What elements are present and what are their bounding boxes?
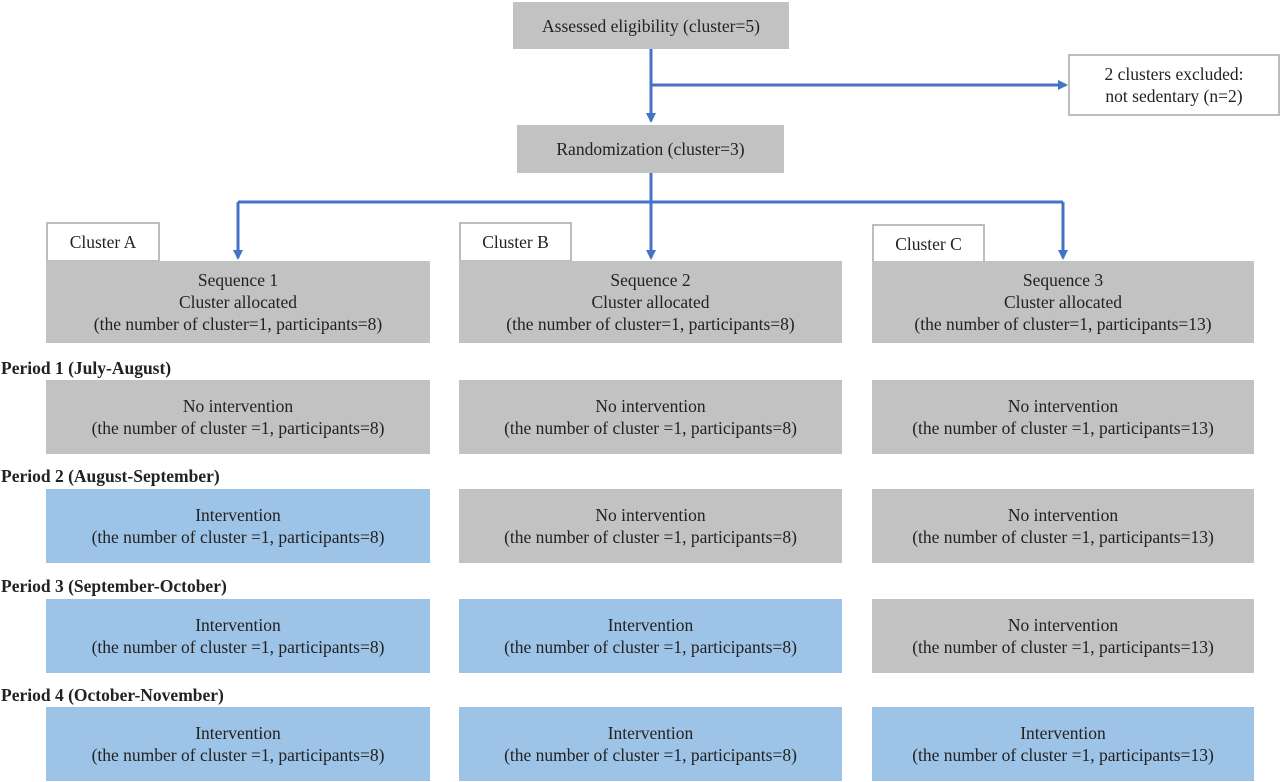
cell-detail: (the number of cluster =1, participants=… (91, 745, 385, 765)
period-1-label: Period 1 (July-August) (1, 358, 172, 378)
randomization-text: Randomization (cluster=3) (556, 139, 745, 159)
cell-title: Intervention (195, 505, 281, 525)
cell-title: No intervention (1007, 505, 1119, 525)
period-3-label: Period 3 (September-October) (1, 576, 227, 596)
cell-detail: (the number of cluster =1, participants=… (504, 418, 797, 438)
period-3-cluster-b-cell: Intervention (the number of cluster =1, … (459, 599, 842, 673)
cell-detail: (the number of cluster =1, participants=… (91, 418, 385, 438)
cluster-tag-a: Cluster A (46, 222, 160, 262)
excluded-text-line2: not sedentary (n=2) (1105, 86, 1243, 106)
sequence-detail: (the number of cluster=1, participants=8… (506, 314, 795, 334)
cell-title: No intervention (1007, 615, 1119, 635)
cell-title: No intervention (182, 396, 294, 416)
excluded-box: 2 clusters excluded: not sedentary (n=2) (1068, 54, 1280, 116)
cell-detail: (the number of cluster =1, participants=… (912, 637, 1214, 657)
cell-title: Intervention (195, 723, 281, 743)
period-4-cluster-c-cell: Intervention (the number of cluster =1, … (872, 707, 1254, 781)
cell-detail: (the number of cluster =1, participants=… (912, 418, 1214, 438)
cell-title: Intervention (195, 615, 281, 635)
cell-title: Intervention (607, 615, 694, 635)
cell-title: No intervention (595, 505, 706, 525)
sequence-box-3: Sequence 3 Cluster allocated (the number… (872, 261, 1254, 343)
cell-title: No intervention (595, 396, 706, 416)
eligibility-box: Assessed eligibility (cluster=5) (513, 2, 789, 49)
cell-detail: (the number of cluster =1, participants=… (504, 527, 797, 547)
cluster-tag-b: Cluster B (459, 222, 572, 262)
eligibility-text: Assessed eligibility (cluster=5) (542, 15, 760, 36)
cell-title: Intervention (607, 723, 694, 743)
period-1-cluster-c-cell: No intervention (the number of cluster =… (872, 380, 1254, 454)
period-4-cluster-a-cell: Intervention (the number of cluster =1, … (46, 707, 430, 781)
randomization-box: Randomization (cluster=3) (517, 125, 784, 173)
sequence-title: Sequence 1 (197, 270, 279, 290)
sequence-detail: (the number of cluster=1, participants=8… (93, 314, 383, 334)
period-2-label: Period 2 (August-September) (1, 466, 220, 486)
sequence-title: Sequence 3 (1022, 270, 1104, 290)
period-3-cluster-c-cell: No intervention (the number of cluster =… (872, 599, 1254, 673)
cell-detail: (the number of cluster =1, participants=… (91, 637, 385, 657)
sequence-subtitle: Cluster allocated (591, 292, 710, 312)
sequence-box-1: Sequence 1 Cluster allocated (the number… (46, 261, 430, 343)
excluded-text-line1: 2 clusters excluded: (1104, 64, 1244, 84)
period-4-cluster-b-cell: Intervention (the number of cluster =1, … (459, 707, 842, 781)
cell-title: No intervention (1007, 396, 1119, 416)
sequence-detail: (the number of cluster=1, participants=1… (914, 314, 1212, 334)
period-2-cluster-b-cell: No intervention (the number of cluster =… (459, 489, 842, 563)
period-2-cluster-c-cell: No intervention (the number of cluster =… (872, 489, 1254, 563)
period-1-cluster-a-cell: No intervention (the number of cluster =… (46, 380, 430, 454)
sequence-title: Sequence 2 (610, 270, 691, 290)
cell-detail: (the number of cluster =1, participants=… (504, 637, 797, 657)
period-2-cluster-a-cell: Intervention (the number of cluster =1, … (46, 489, 430, 563)
period-3-cluster-a-cell: Intervention (the number of cluster =1, … (46, 599, 430, 673)
period-4-label: Period 4 (October-November) (1, 685, 224, 705)
cluster-tag-c: Cluster C (872, 224, 985, 264)
sequence-subtitle: Cluster allocated (1003, 292, 1123, 312)
sequence-box-2: Sequence 2 Cluster allocated (the number… (459, 261, 842, 343)
cell-detail: (the number of cluster =1, participants=… (504, 745, 797, 765)
cell-detail: (the number of cluster =1, participants=… (912, 745, 1214, 765)
cell-detail: (the number of cluster =1, participants=… (91, 527, 385, 547)
period-1-cluster-b-cell: No intervention (the number of cluster =… (459, 380, 842, 454)
cell-title: Intervention (1020, 723, 1106, 743)
sequence-subtitle: Cluster allocated (178, 292, 298, 312)
cell-detail: (the number of cluster =1, participants=… (912, 527, 1214, 547)
